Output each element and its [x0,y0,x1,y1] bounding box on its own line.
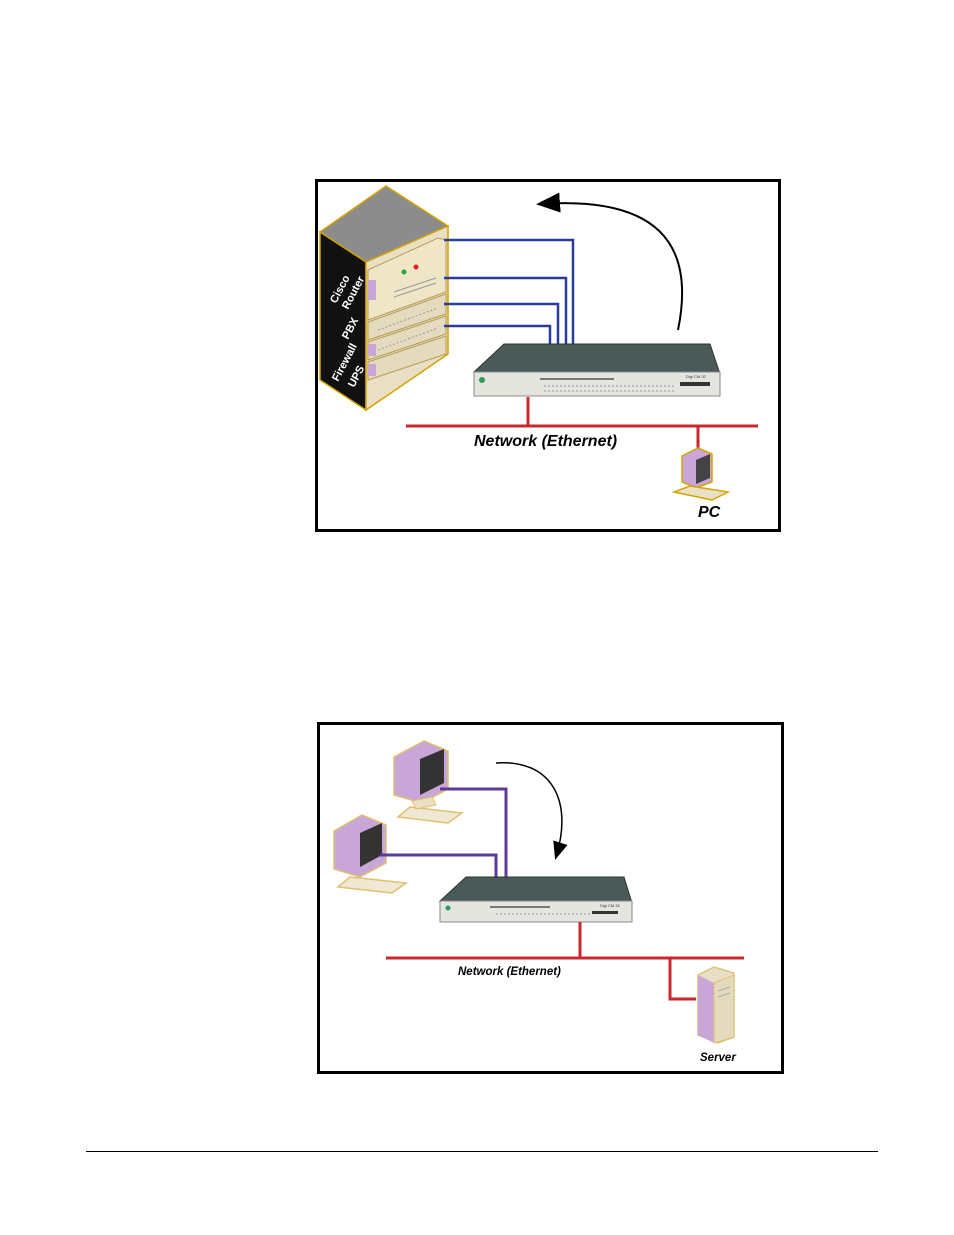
pc-icon [674,448,728,500]
flow-arrow [540,203,682,330]
console-server-device: Digi CM 32 [474,344,720,396]
diagram-remote-terminals: Digi CM 32 Network (Ethernet) Server [317,722,784,1074]
diagram-1-canvas: Cisco Router PBX Firewall UPS Digi CM 32 [318,182,778,529]
network-label: Network (Ethernet) [458,966,561,978]
console-server-device: Digi CM 32 [440,877,632,922]
device-model-label: Digi CM 32 [686,374,707,379]
server-icon [698,967,734,1043]
network-label: Network (Ethernet) [474,433,617,450]
diagram-2-canvas: Digi CM 32 Network (Ethernet) Server [320,725,781,1071]
ethernet-network [386,922,744,999]
footer-rule [86,1151,878,1152]
equipment-rack: Cisco Router PBX Firewall UPS [320,186,448,410]
pc-label: PC [698,504,721,521]
serial-cables [444,240,573,350]
terminal-icon-1 [394,741,462,823]
server-label: Server [700,1052,736,1064]
serial-cables [380,789,506,877]
diagram-console-server-rack: Cisco Router PBX Firewall UPS Digi CM 32 [315,179,781,532]
device-model-label: Digi CM 32 [600,903,621,908]
